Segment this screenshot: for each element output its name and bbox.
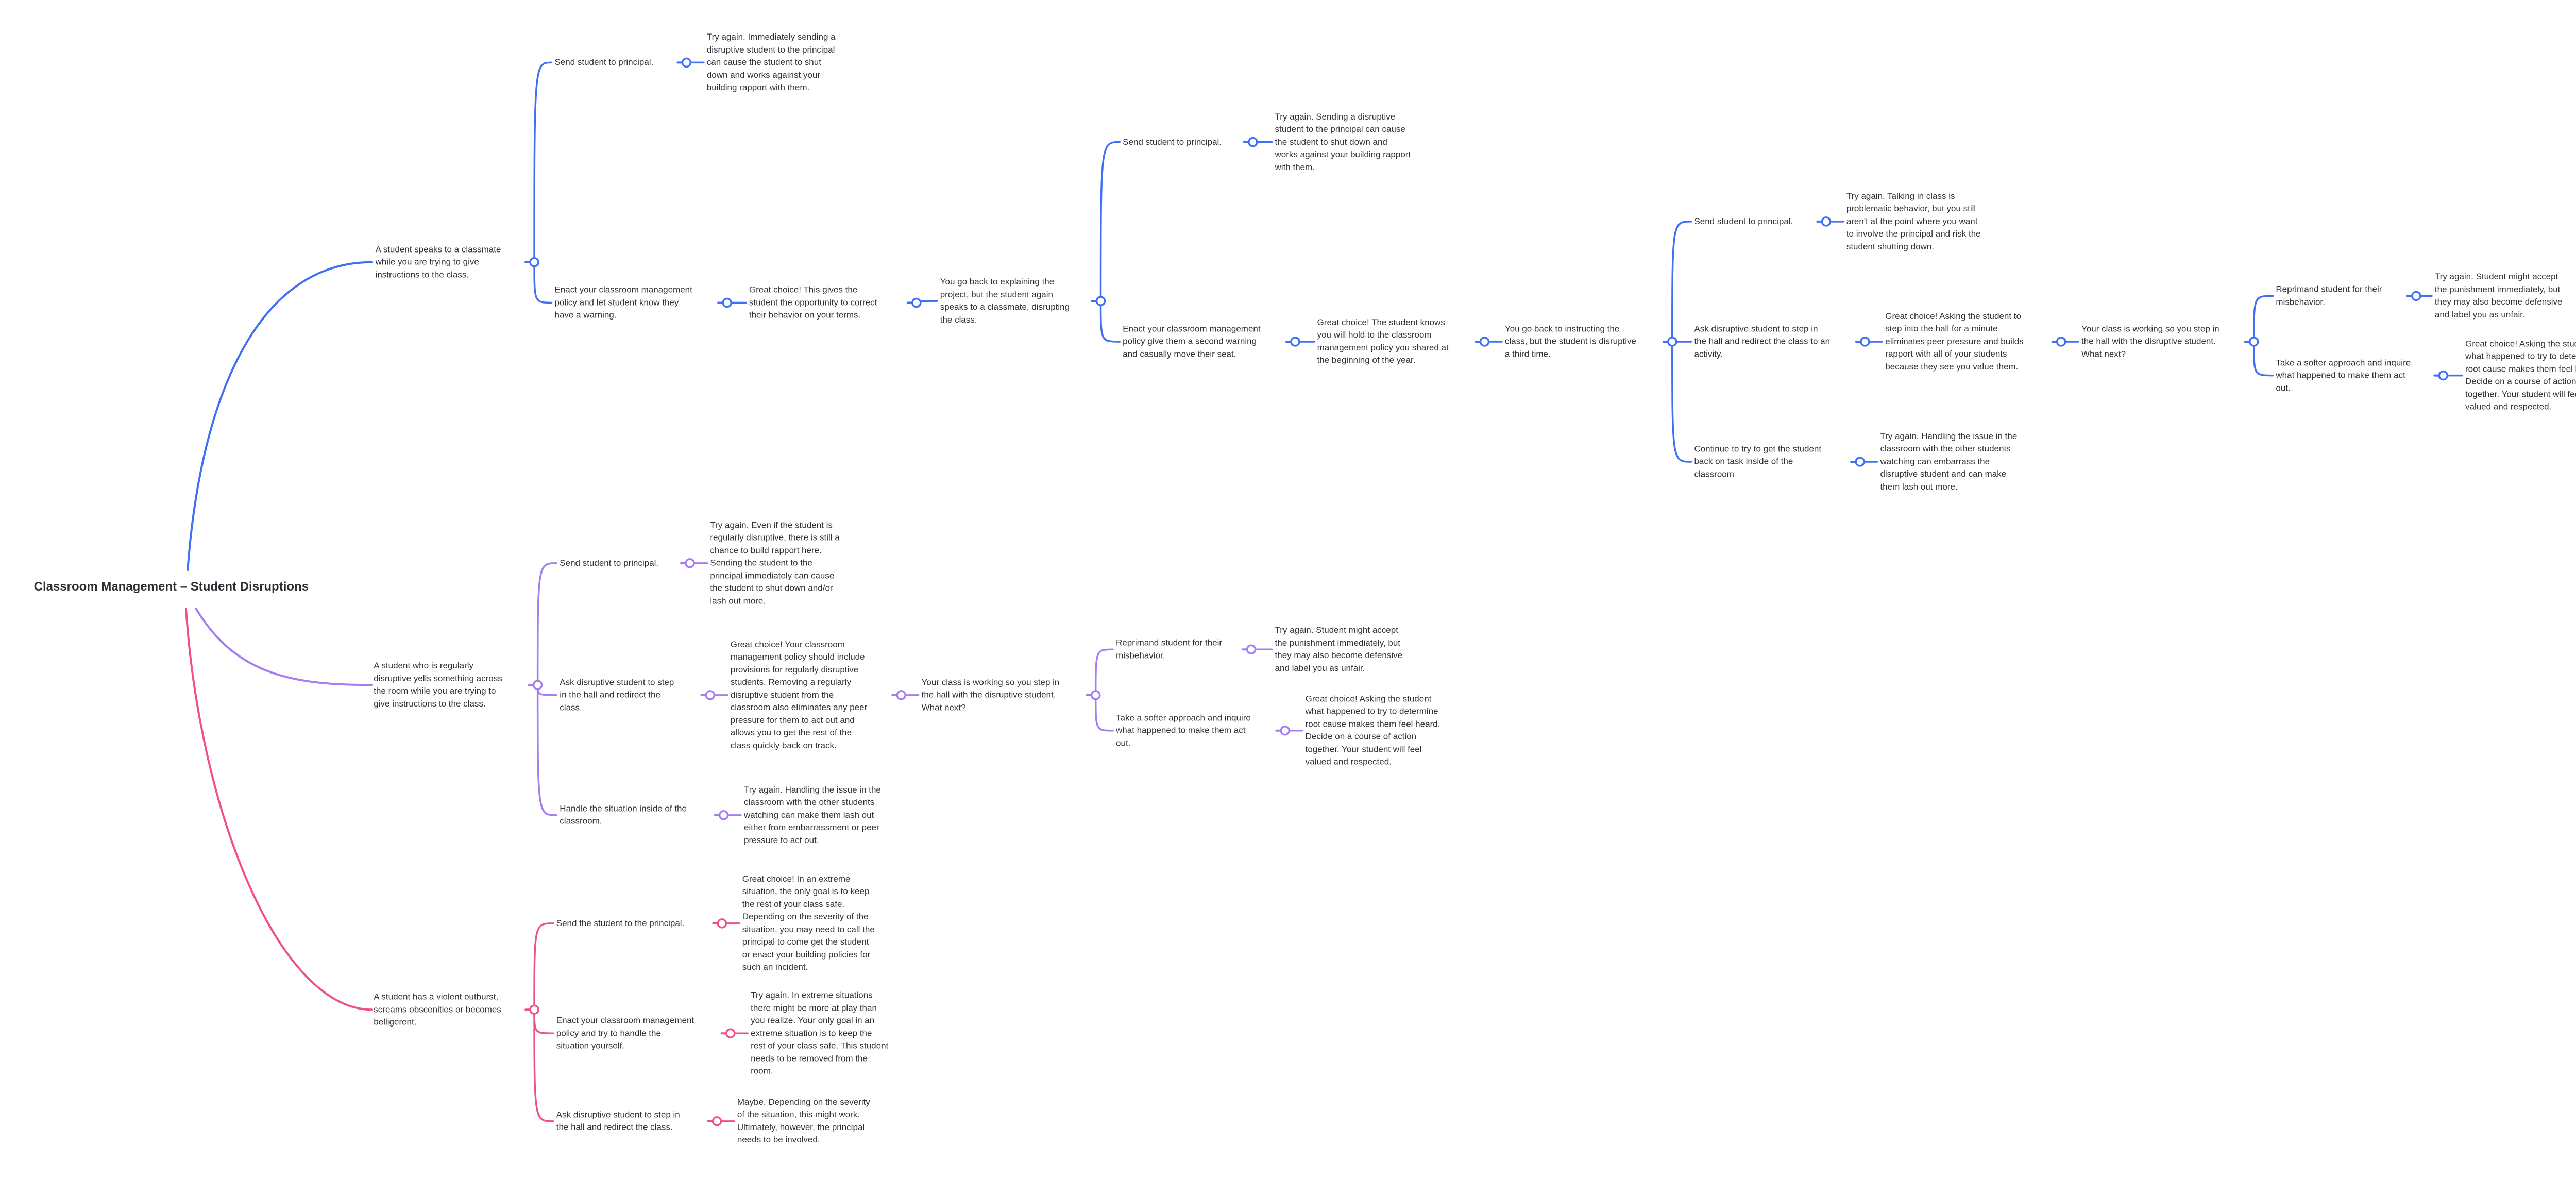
collapse-toggle-icon[interactable] bbox=[722, 297, 732, 308]
topic-node[interactable]: Ask disruptive student to step in the ha… bbox=[560, 677, 674, 713]
collapse-toggle-icon[interactable] bbox=[1667, 337, 1677, 347]
collapse-toggle-icon[interactable] bbox=[1479, 337, 1490, 347]
root-branch-line bbox=[195, 608, 374, 686]
topic-node[interactable]: Send student to principal. bbox=[1694, 216, 1793, 226]
collapse-toggle-icon[interactable] bbox=[1860, 337, 1870, 347]
connector-line bbox=[1094, 694, 1114, 732]
collapse-toggle-icon[interactable] bbox=[718, 810, 729, 820]
root-branch-line bbox=[187, 261, 374, 571]
connector-line bbox=[2253, 295, 2274, 343]
collapse-toggle-icon[interactable] bbox=[1821, 216, 1832, 227]
topic-node[interactable]: Enact your classroom management policy a… bbox=[556, 1015, 694, 1051]
collapse-toggle-icon[interactable] bbox=[1246, 644, 1257, 654]
collapse-toggle-icon[interactable] bbox=[1248, 137, 1258, 147]
connector-line bbox=[1099, 141, 1121, 302]
connector-line bbox=[1099, 300, 1121, 343]
connector-line bbox=[533, 61, 553, 263]
feedback-node[interactable]: Try again. Even if the student is regula… bbox=[710, 520, 840, 606]
topic-node[interactable]: Take a softer approach and inquire what … bbox=[1116, 713, 1251, 748]
connector-line bbox=[533, 1008, 554, 1122]
topic-node[interactable]: Ask disruptive student to step in the ha… bbox=[556, 1109, 680, 1132]
topic-node[interactable]: You go back to explaining the project, b… bbox=[940, 277, 1070, 325]
topic-node[interactable]: Enact your classroom management policy a… bbox=[554, 284, 692, 320]
connector-line bbox=[536, 562, 558, 686]
feedback-node[interactable]: Great choice! In an extreme situation, t… bbox=[742, 873, 875, 972]
collapse-toggle-icon[interactable] bbox=[896, 690, 906, 700]
feedback-node[interactable]: Great choice! Asking the student what ha… bbox=[1305, 694, 1440, 767]
collapse-toggle-icon[interactable] bbox=[2056, 337, 2066, 347]
topic-node[interactable]: Great choice! Your classroom management … bbox=[730, 639, 868, 750]
connector-line bbox=[536, 684, 558, 816]
topic-node[interactable]: A student has a violent outburst, scream… bbox=[374, 991, 501, 1027]
collapse-toggle-icon[interactable] bbox=[717, 918, 727, 929]
collapse-toggle-icon[interactable] bbox=[2249, 337, 2259, 347]
topic-node[interactable]: Handle the situation inside of the class… bbox=[560, 803, 687, 826]
topic-node[interactable]: Great choice! The student knows you will… bbox=[1317, 317, 1449, 365]
topic-node[interactable]: Send the student to the principal. bbox=[556, 918, 685, 928]
topic-node[interactable]: Send student to principal. bbox=[1123, 137, 1222, 147]
feedback-node[interactable]: Try again. Handling the issue in the cla… bbox=[1880, 431, 2018, 492]
feedback-node[interactable]: Try again. In extreme situations there m… bbox=[751, 990, 889, 1076]
topic-node[interactable]: Reprimand student for their misbehavior. bbox=[2276, 284, 2382, 307]
collapse-toggle-icon[interactable] bbox=[1095, 296, 1106, 306]
topic-node[interactable]: Enact your classroom management policy g… bbox=[1123, 324, 1261, 359]
topic-node[interactable]: Great choice! Asking the student to step… bbox=[1885, 311, 2024, 372]
feedback-node[interactable]: Try again. Student might accept the puni… bbox=[2434, 272, 2563, 320]
connector-line bbox=[1671, 221, 1692, 343]
topic-node[interactable]: Your class is working so you step in the… bbox=[2081, 324, 2219, 359]
topic-node[interactable]: Great choice! This gives the student the… bbox=[749, 284, 877, 320]
topic-node[interactable]: Send student to principal. bbox=[554, 57, 654, 68]
topic-node[interactable]: Reprimand student for their misbehavior. bbox=[1116, 637, 1223, 661]
collapse-toggle-icon[interactable] bbox=[725, 1028, 736, 1038]
root-branch-line bbox=[185, 608, 374, 1011]
feedback-node[interactable]: Try again. Talking in class is problemat… bbox=[1846, 191, 1981, 251]
collapse-toggle-icon[interactable] bbox=[532, 680, 543, 690]
collapse-toggle-icon[interactable] bbox=[711, 1116, 722, 1126]
connector-line bbox=[1671, 341, 1692, 463]
topic-node[interactable]: Take a softer approach and inquire what … bbox=[2276, 357, 2411, 393]
collapse-toggle-icon[interactable] bbox=[1290, 337, 1300, 347]
topic-node[interactable]: A student who is regularly disruptive ye… bbox=[374, 661, 502, 709]
feedback-node[interactable]: Try again. Immediately sending a disrupt… bbox=[706, 32, 836, 93]
collapse-toggle-icon[interactable] bbox=[681, 57, 692, 68]
feedback-node[interactable]: Great choice! Asking the student what ha… bbox=[2465, 339, 2576, 412]
collapse-toggle-icon[interactable] bbox=[911, 297, 922, 308]
collapse-toggle-icon[interactable] bbox=[529, 257, 539, 267]
collapse-toggle-icon[interactable] bbox=[2411, 291, 2421, 301]
topic-node[interactable]: Send student to principal. bbox=[560, 558, 659, 568]
topic-node[interactable]: You go back to instructing the class, bu… bbox=[1504, 324, 1637, 359]
collapse-toggle-icon[interactable] bbox=[2438, 370, 2449, 381]
connector-line bbox=[1094, 648, 1114, 696]
collapse-toggle-icon[interactable] bbox=[1090, 690, 1101, 700]
feedback-node[interactable]: Try again. Sending a disruptive student … bbox=[1275, 111, 1411, 172]
connector-line bbox=[533, 261, 553, 304]
topic-node[interactable]: Your class is working so you step in the… bbox=[921, 677, 1060, 713]
collapse-toggle-icon[interactable] bbox=[705, 690, 716, 700]
collapse-toggle-icon[interactable] bbox=[685, 558, 695, 568]
collapse-toggle-icon[interactable] bbox=[1280, 726, 1290, 736]
feedback-node[interactable]: Try again. Handling the issue in the cla… bbox=[744, 784, 881, 845]
feedback-node[interactable]: Try again. Student might accept the puni… bbox=[1275, 625, 1403, 673]
collapse-toggle-icon[interactable] bbox=[1855, 457, 1865, 467]
root-topic[interactable]: Classroom Management – Student Disruptio… bbox=[33, 579, 309, 594]
feedback-node[interactable]: Maybe. Depending on the severity of the … bbox=[737, 1097, 870, 1145]
collapse-toggle-icon[interactable] bbox=[529, 1004, 539, 1015]
topic-node[interactable]: A student speaks to a classmate while yo… bbox=[375, 244, 501, 279]
topic-node[interactable]: Ask disruptive student to step in the ha… bbox=[1694, 324, 1831, 359]
connector-line bbox=[2253, 341, 2274, 377]
topic-node[interactable]: Continue to try to get the student back … bbox=[1694, 444, 1822, 479]
connector-line bbox=[533, 922, 554, 1011]
